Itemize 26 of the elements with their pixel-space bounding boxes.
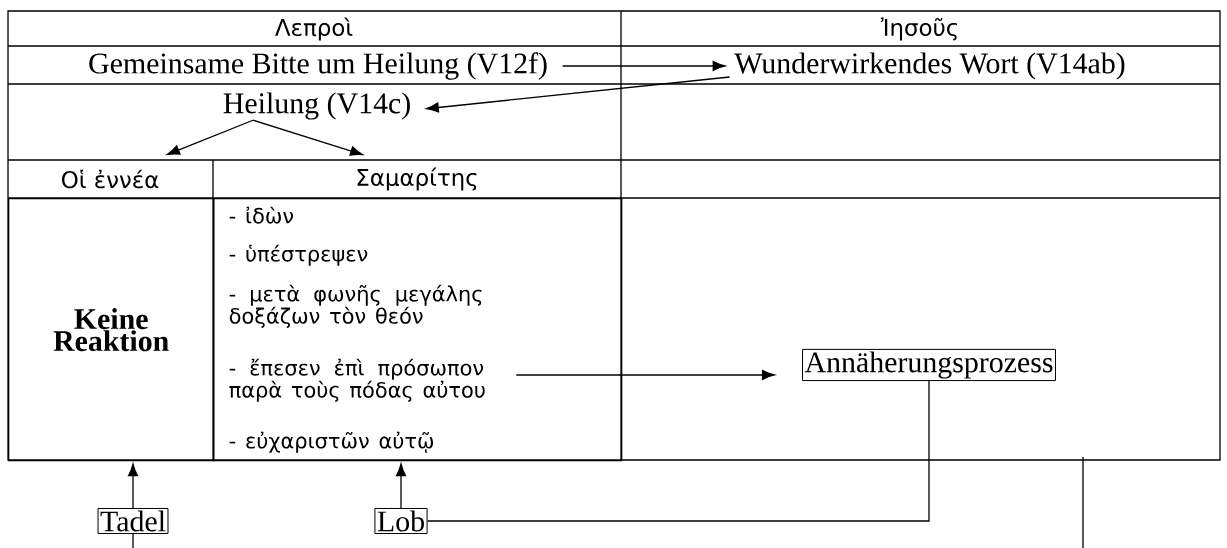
- connector-line: [132, 533, 134, 548]
- arrow: [561, 60, 726, 72]
- arrow: [515, 369, 775, 380]
- table-cell: Keine Reaktion: [8, 198, 215, 462]
- label-box: Annäherungsprozess: [802, 348, 1056, 382]
- label-box: Lob: [374, 507, 428, 534]
- list-item: - μετὰ φωνῆς μεγάλης δοξάζων τὸν θεόν: [229, 284, 482, 328]
- connector-line: [426, 380, 930, 522]
- cell-text: Wunderwirkendes Wort (V14ab): [734, 52, 1125, 80]
- column-header: Ἰησοῦς: [880, 17, 957, 41]
- list-item: - ἔπεσεν ἐπὶ πρόσωπον παρὰ τοὺς πόδας αὐτου: [229, 358, 485, 402]
- list-item: - ὑπέστρεψεν: [229, 244, 368, 266]
- column-header: Σαμαρίτης: [357, 167, 477, 191]
- arrow: [127, 463, 139, 509]
- arrow: [252, 119, 364, 156]
- table-cell: [213, 198, 623, 462]
- list-item: - ἰδὼν: [229, 206, 294, 224]
- list-item: - εὐχαριστῶν αὐτῷ: [229, 431, 434, 453]
- column-header: Οἱ ἐννέα: [62, 169, 159, 189]
- column-header: Λεπροὶ: [275, 17, 353, 41]
- arrow: [396, 463, 407, 509]
- cell-text: Heilung (V14c): [223, 92, 410, 120]
- cell-text: Gemeinsame Bitte um Heilung (V12f): [89, 52, 547, 80]
- arrow: [166, 119, 254, 155]
- arrow: [425, 76, 731, 113]
- label-box: Tadel: [97, 507, 169, 534]
